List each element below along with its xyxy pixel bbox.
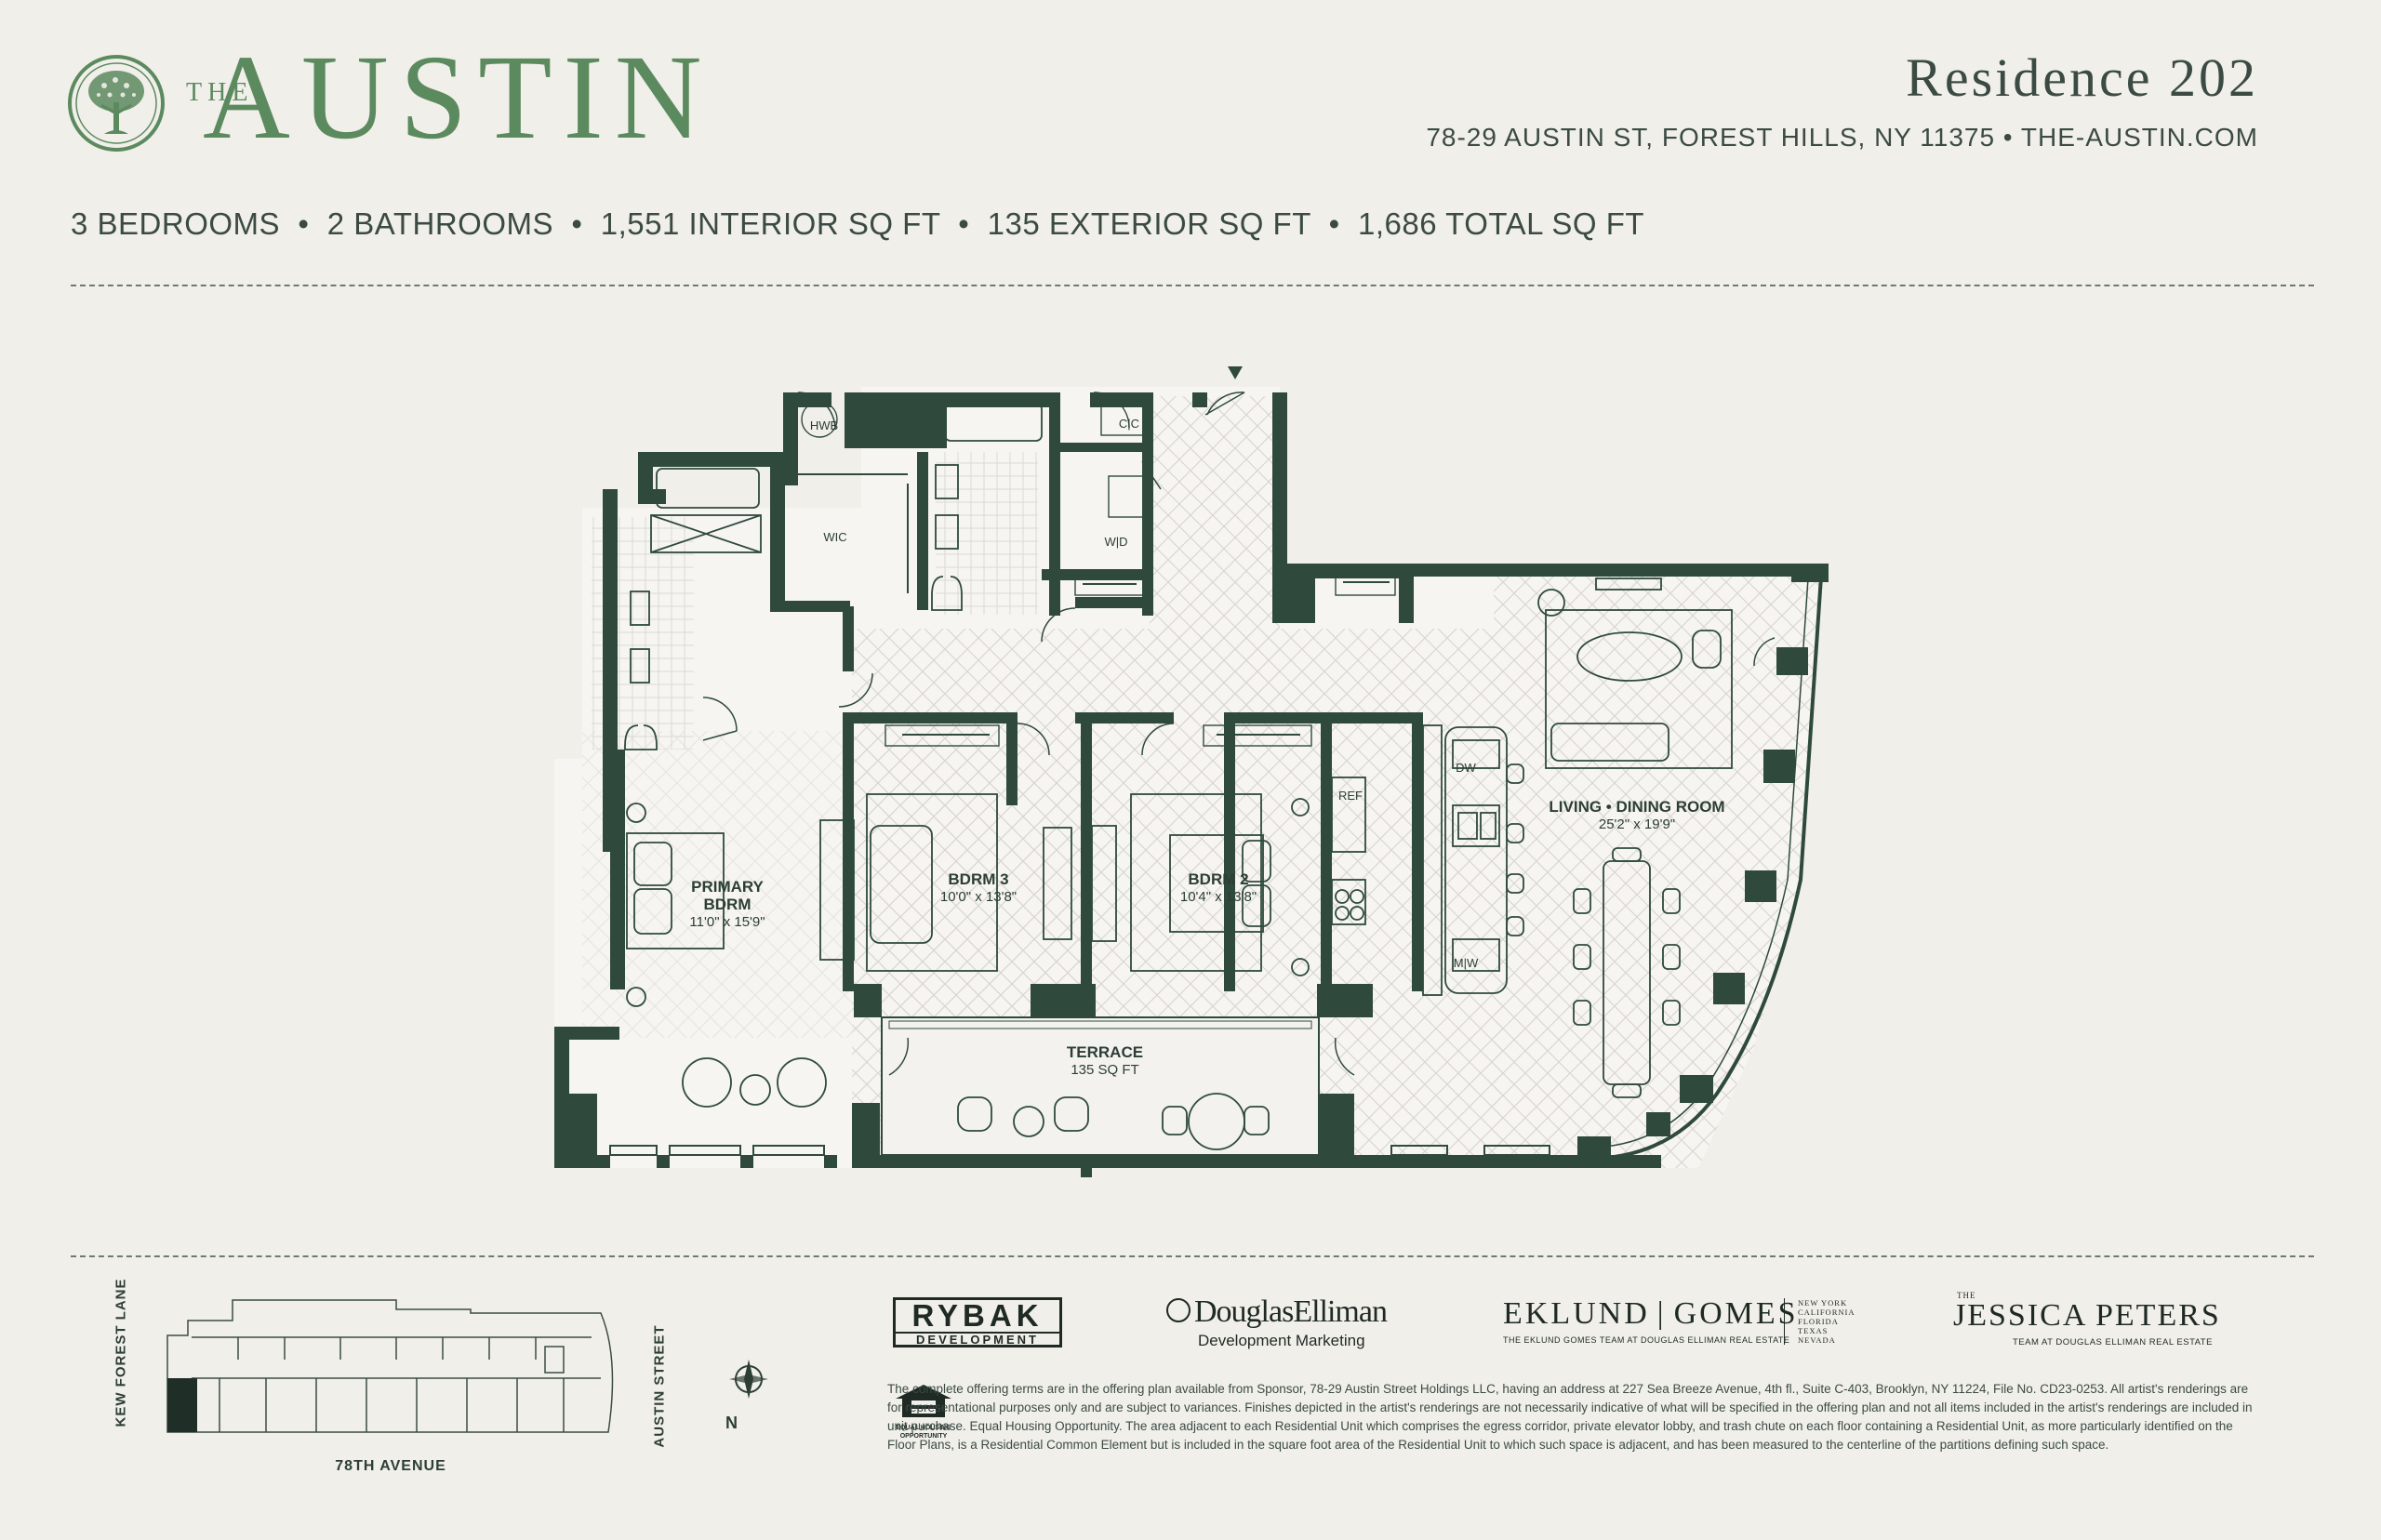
cc-label: C|C xyxy=(1118,417,1140,431)
brand-prefix: THE xyxy=(186,78,254,107)
primary-bdrm-dimensions: 11'0" x 15'9" xyxy=(689,914,765,930)
eg-state-5: NEVADA xyxy=(1798,1335,1836,1345)
bottom-divider xyxy=(71,1255,2314,1257)
eg-state-4: TEXAS xyxy=(1798,1326,1829,1335)
primary-bdrm-label-2: BDRM xyxy=(703,896,752,913)
unit-stats: 3 BEDROOMS • 2 BATHROOMS • 1,551 INTERIO… xyxy=(71,206,1645,241)
wic-label: WIC xyxy=(823,530,847,544)
eg-state-2: CALIFORNIA xyxy=(1798,1308,1856,1317)
windows xyxy=(609,1145,1550,1156)
bdrm2-dimensions: 10'4" x 13'8" xyxy=(1179,889,1257,905)
de-monogram-icon xyxy=(1166,1298,1190,1322)
eho-text-2: OPPORTUNITY xyxy=(899,1433,948,1440)
terrace-label: TERRACE xyxy=(1066,1043,1144,1061)
street-bottom-label: 78TH AVENUE xyxy=(335,1458,446,1474)
floor-plan xyxy=(554,359,1829,1363)
eg-sub: THE EKLUND GOMES TEAM AT DOUGLAS ELLIMAN… xyxy=(1503,1335,1790,1345)
terrace-area-label: 135 SQ FT xyxy=(1071,1062,1139,1078)
rybak-logo: RYBAK DEVELOPMENT xyxy=(893,1297,1062,1348)
dw-label: DW xyxy=(1456,761,1476,775)
bdrm2-label: BDRM 2 xyxy=(1188,870,1249,888)
rybak-logo-sub: DEVELOPMENT xyxy=(896,1332,1059,1347)
jp-sub: TEAM AT DOUGLAS ELLIMAN REAL ESTATE xyxy=(2013,1337,2213,1348)
north-compass-icon xyxy=(727,1358,770,1401)
entry-arrow-icon xyxy=(1228,366,1243,379)
address-line: 78-29 AUSTIN ST, FOREST HILLS, NY 11375 … xyxy=(1426,123,2258,152)
kitchen xyxy=(1331,724,1524,996)
residence-title: Residence 202 xyxy=(1906,47,2258,108)
bedroom-furniture xyxy=(626,793,1310,1150)
street-left-label: KEW FOREST LANE xyxy=(113,1278,129,1427)
ref-label: REF xyxy=(1338,789,1363,803)
closet-rods xyxy=(794,473,1390,736)
tree-logo-icon xyxy=(67,54,166,153)
top-divider xyxy=(71,285,2314,286)
eho-text-1: EQUAL HOUSING xyxy=(896,1425,951,1431)
bdrm3-dimensions: 10'0" x 13'8" xyxy=(939,889,1018,905)
jp-name: JESSICA PETERS xyxy=(1953,1298,2221,1333)
eklund-gomes-logo: EKLUND|GOMES THE EKLUND GOMES TEAM AT DO… xyxy=(1503,1296,1856,1345)
north-label: N xyxy=(725,1414,738,1432)
living-dining-dimensions: 25'2" x 19'9" xyxy=(1598,816,1676,832)
bath-fixtures xyxy=(624,403,1043,750)
douglas-elliman-logo: DouglasElliman Development Marketing xyxy=(1166,1294,1408,1350)
doors xyxy=(702,392,1776,1076)
mw-label: M|W xyxy=(1453,956,1479,970)
walls xyxy=(554,392,1829,1363)
wd-label: W|D xyxy=(1104,535,1128,549)
primary-bdrm-label: PRIMARY xyxy=(691,878,764,896)
brand-name: AUSTIN xyxy=(203,31,713,165)
street-right-label: AUSTIN STREET xyxy=(651,1324,668,1448)
eg-right: GOMES xyxy=(1673,1296,1799,1331)
jessica-peters-logo: THE JESSICA PETERS TEAM AT DOUGLAS ELLIM… xyxy=(1953,1291,2269,1352)
living-furniture xyxy=(1537,578,1733,1098)
eg-left: EKLUND xyxy=(1503,1296,1650,1331)
hwb-label: HWB xyxy=(809,418,839,432)
eg-state-1: NEW YORK xyxy=(1798,1298,1848,1308)
eg-state-3: FLORIDA xyxy=(1798,1317,1839,1326)
bdrm3-label: BDRM 3 xyxy=(948,870,1009,888)
legal-disclaimer: The complete offering terms are in the o… xyxy=(887,1382,2253,1452)
key-plan xyxy=(164,1293,629,1451)
jp-the: THE xyxy=(1957,1291,1976,1300)
equal-housing-icon: EQUAL HOUSING OPPORTUNITY xyxy=(893,1382,954,1441)
rybak-logo-name: RYBAK xyxy=(911,1298,1044,1333)
de-sub: Development Marketing xyxy=(1198,1332,1365,1349)
living-dining-label: LIVING • DINING ROOM xyxy=(1549,798,1725,816)
key-plan-unit-highlight xyxy=(167,1378,197,1432)
de-name: DouglasElliman xyxy=(1194,1294,1388,1329)
